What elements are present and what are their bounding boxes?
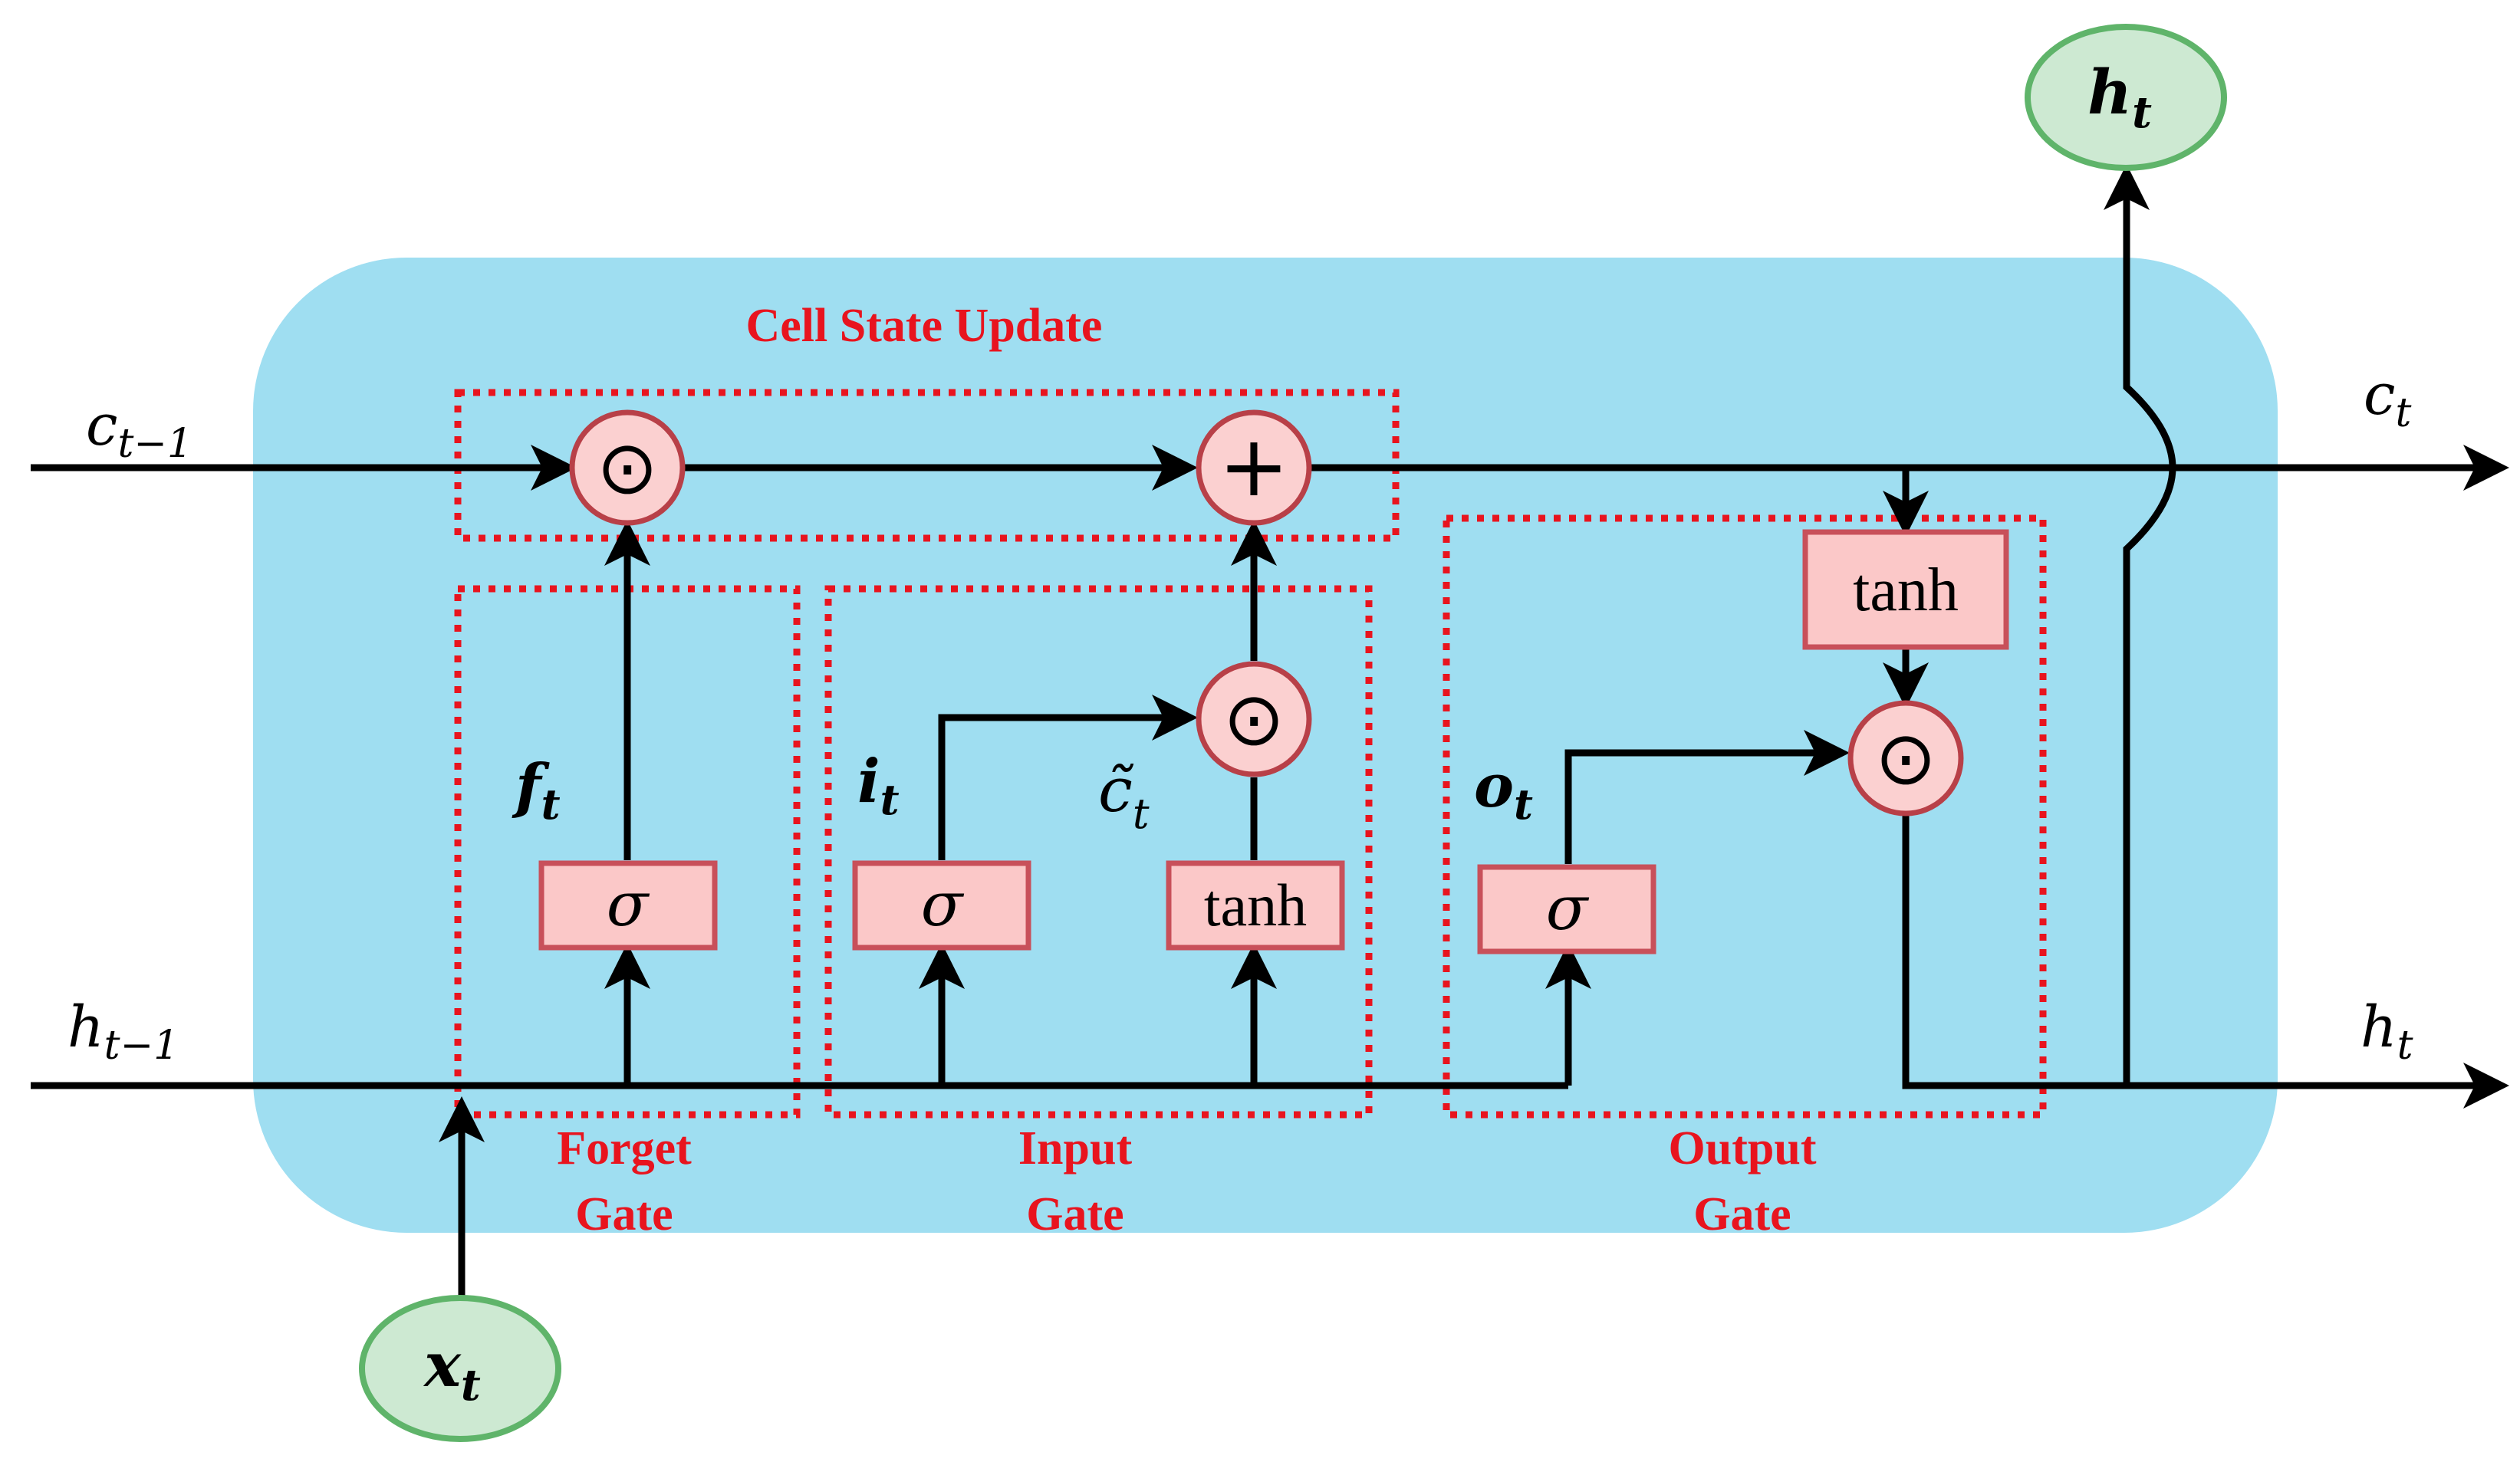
output-gate-label-line1: Output <box>1669 1122 1817 1175</box>
c-out-label: ct <box>2364 362 2411 436</box>
output-tanh-label: tanh <box>1853 557 1959 624</box>
cell-state-update-region <box>454 389 1400 542</box>
c-tilde-label: c̃t <box>1098 754 1150 838</box>
forget-gate-label-line2: Gate <box>575 1188 673 1240</box>
forget-multiply-circle <box>569 409 686 526</box>
output-multiply-to-h <box>1902 816 2509 1109</box>
operator-circles <box>569 409 1964 816</box>
input-tanh-label: tanh <box>1204 872 1307 938</box>
h-prev-label: ht−1 <box>67 994 179 1069</box>
io-nodes <box>359 24 2227 1442</box>
input-multiply-circle <box>1196 661 1312 777</box>
io-labels: xt ht <box>423 56 2152 1411</box>
activation-boxes <box>538 529 2009 954</box>
forget-gate-label-line1: Forget <box>557 1122 692 1175</box>
forget-sigma-box <box>538 860 718 951</box>
operator-symbols: ⊙ + ⊙ ⊙ <box>597 417 1936 801</box>
output-multiply-circle <box>1847 700 1964 816</box>
forget-multiply-symbol: ⊙ <box>597 425 658 511</box>
input-gate-label-line2: Gate <box>1026 1188 1123 1240</box>
c-prev-label: ct−1 <box>86 393 192 467</box>
group-labels: Cell State Update Forget Gate Input Gate… <box>557 300 1817 1240</box>
variable-labels: ct−1 ct ht−1 ht ft it c̃t ot <box>67 362 2413 1069</box>
cell-state-update-label: Cell State Update <box>746 300 1103 352</box>
input-sigma-box <box>852 860 1031 951</box>
output-gate-label-line2: Gate <box>1693 1188 1791 1240</box>
h-t-top-node <box>2025 24 2227 171</box>
input-sigma-output <box>938 695 1198 860</box>
cell-add-symbol: + <box>1219 417 1289 515</box>
input-tanh-box <box>1166 860 1345 951</box>
h-t-top-label: ht <box>2087 56 2152 138</box>
input-multiply-symbol: ⊙ <box>1223 676 1285 762</box>
output-tanh-box <box>1802 529 2009 650</box>
h-top-branch <box>2104 164 2176 1086</box>
input-gate-label-line1: Input <box>1018 1122 1133 1175</box>
input-sigma-label: σ <box>921 869 965 940</box>
output-sigma-label: σ <box>1546 872 1590 944</box>
forget-sigma-label: σ <box>607 869 650 940</box>
h-out-right-label: ht <box>2360 994 2413 1069</box>
x-t-label: xt <box>423 1329 481 1411</box>
o-t-label: ot <box>1474 751 1533 829</box>
i-t-label: it <box>857 747 900 824</box>
input-gate-region <box>824 585 1373 1119</box>
output-sigma-box <box>1477 864 1656 954</box>
output-multiply-symbol: ⊙ <box>1875 715 1936 801</box>
output-sigma-output <box>1564 730 1850 864</box>
activation-labels: σ σ tanh σ tanh <box>607 557 1959 944</box>
output-gate-region <box>1443 514 2047 1119</box>
signal-lines <box>31 164 2509 1296</box>
cell-add-circle <box>1196 409 1312 526</box>
x-t-node <box>359 1295 561 1442</box>
f-t-label: ft <box>512 751 561 829</box>
